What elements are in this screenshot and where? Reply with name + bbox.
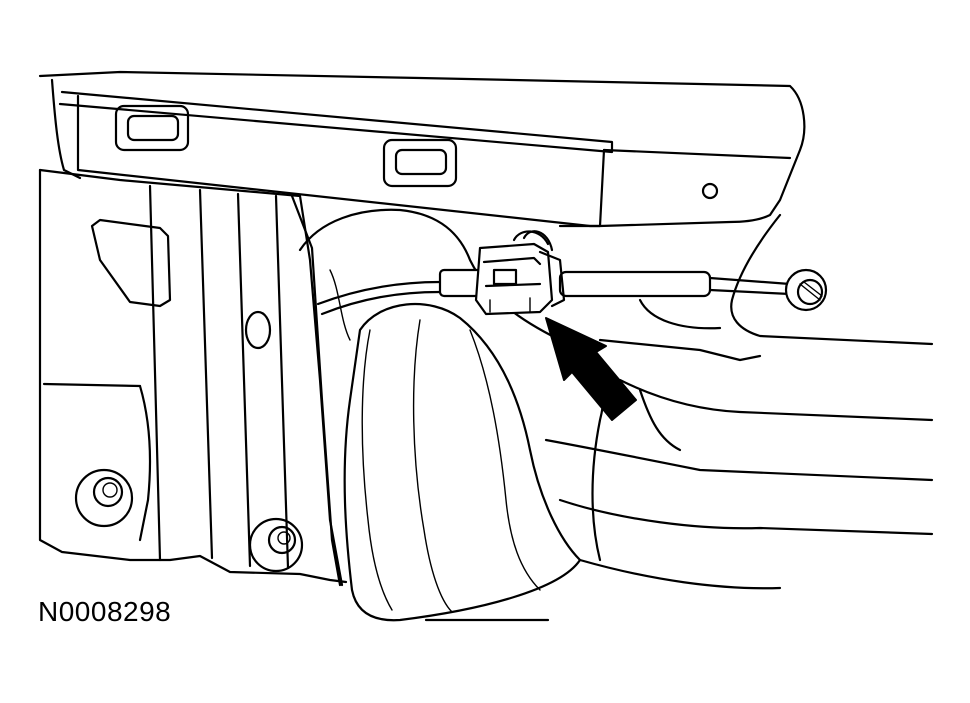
- cable-retaining-clip: [474, 230, 566, 316]
- figure-id-label: N0008298: [38, 596, 172, 627]
- shift-cable: [316, 268, 792, 316]
- pointer-arrow-icon: [545, 317, 637, 421]
- floor-panel: [544, 213, 934, 590]
- upper-trim-panel: [38, 70, 806, 228]
- cable-end-fitting: [784, 268, 828, 312]
- mounting-bracket: [38, 168, 348, 587]
